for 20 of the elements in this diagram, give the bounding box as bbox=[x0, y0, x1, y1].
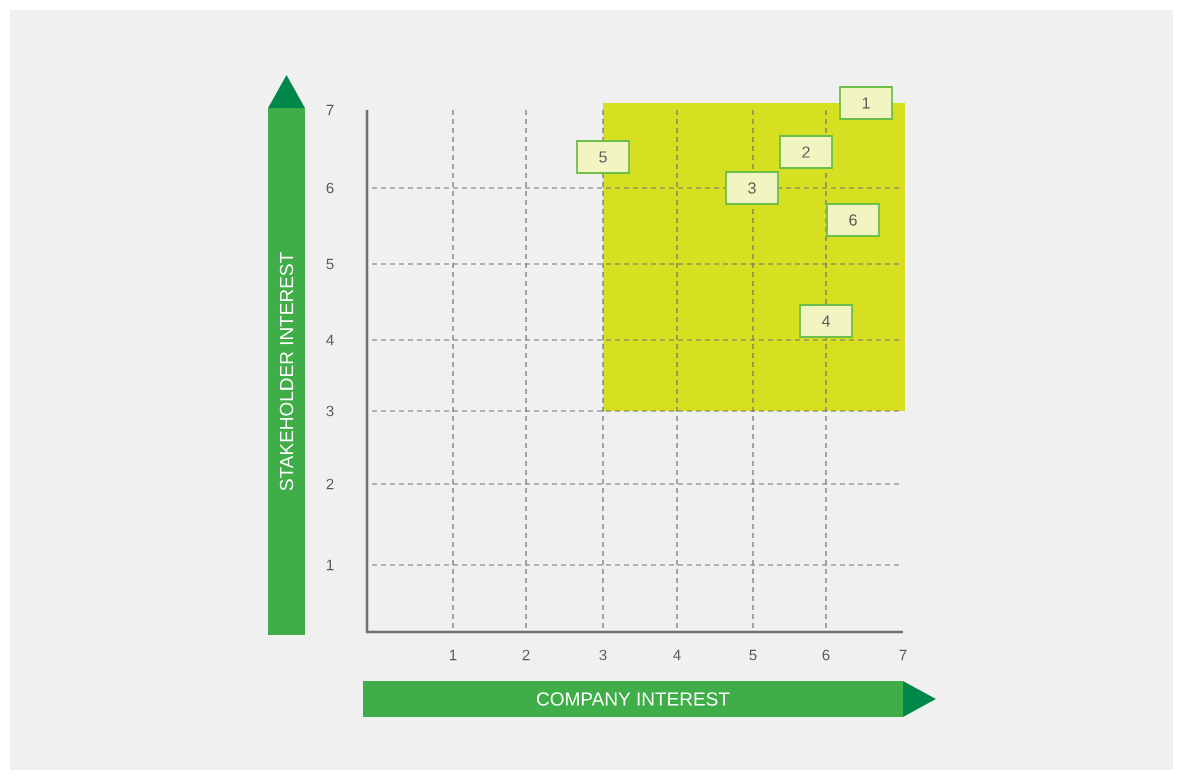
tick-label: 6 bbox=[326, 182, 334, 194]
tick-label: 4 bbox=[326, 334, 334, 346]
tick-label: 5 bbox=[326, 258, 334, 270]
tick-label: 2 bbox=[326, 478, 334, 490]
score-box: 5 bbox=[576, 140, 630, 174]
tick-label: 2 bbox=[522, 649, 530, 661]
tick-label: 3 bbox=[599, 649, 607, 661]
tick-label: 6 bbox=[822, 649, 830, 661]
tick-label: 7 bbox=[899, 649, 907, 661]
tick-label: 7 bbox=[326, 104, 334, 116]
score-box: 2 bbox=[779, 135, 833, 169]
score-box: 6 bbox=[826, 203, 880, 237]
tick-label: 1 bbox=[450, 649, 457, 661]
score-box: 1 bbox=[839, 86, 893, 120]
tick-label: 3 bbox=[326, 405, 334, 417]
score-box: 4 bbox=[799, 304, 853, 338]
tick-label: 5 bbox=[749, 649, 757, 661]
score-box: 3 bbox=[725, 171, 779, 205]
tick-label: 1 bbox=[327, 559, 334, 571]
tick-label: 4 bbox=[673, 649, 681, 661]
